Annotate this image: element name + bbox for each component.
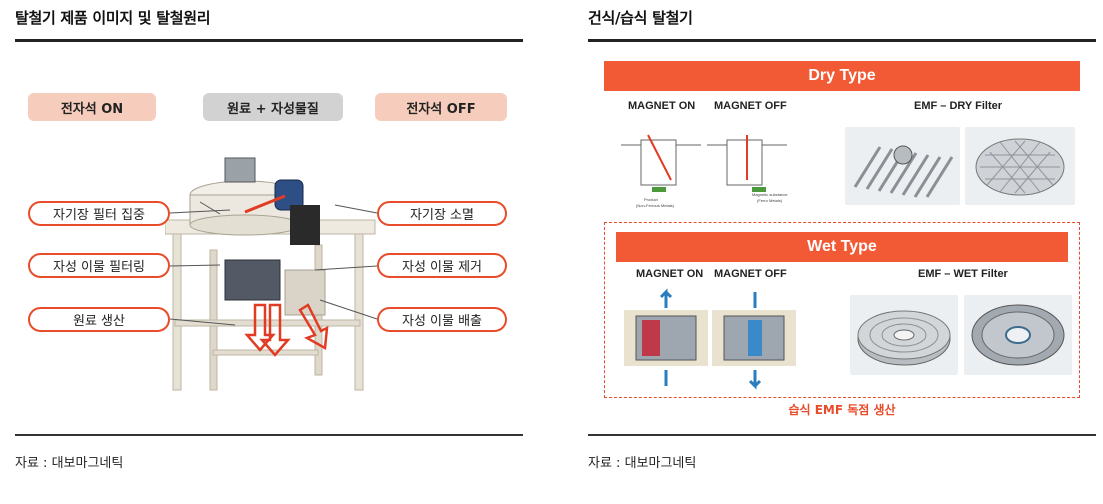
- right-panel: 건식/습식 탈철기 Dry Type MAGNET ON MAGNET OFF …: [588, 0, 1096, 504]
- magnetic-removal-label: 자성 이물 제거: [377, 253, 507, 278]
- magnet-on-pill: 전자석 ON: [28, 93, 156, 121]
- bottom-rule: [15, 434, 523, 436]
- panel-title: 탈철기 제품 이미지 및 탈철원리: [15, 9, 211, 27]
- title-rule: [15, 39, 523, 42]
- source-text: 자료 : 대보마그네틱: [588, 456, 697, 471]
- dry-magnet-on-diagram: Product (Non-Ferrous Metals): [621, 134, 701, 208]
- bottom-rule: [588, 434, 1096, 436]
- wet-magnet-off-label: MAGNET OFF: [714, 268, 787, 280]
- wet-type-frame: [604, 222, 1080, 398]
- wet-type-banner: Wet Type: [616, 232, 1068, 262]
- title-rule: [588, 39, 1096, 42]
- dry-filter-mesh-photo: [965, 127, 1075, 205]
- svg-text:(Non-Ferrous Metals): (Non-Ferrous Metals): [636, 203, 675, 208]
- svg-text:Magnetic substance: Magnetic substance: [752, 192, 788, 197]
- field-off-label: 자기장 소멸: [377, 201, 507, 226]
- dry-magnet-off-diagram: Magnetic substance (Ferro Metals): [707, 135, 788, 203]
- dry-magnet-off-label: MAGNET OFF: [714, 100, 787, 112]
- material-pill: 원료 + 자성물질: [203, 93, 343, 121]
- wet-filter-coil-photo: [850, 295, 958, 375]
- demagnetizer-machine-illustration: [165, 157, 376, 391]
- raw-production-label: 원료 생산: [28, 307, 170, 332]
- wet-magnet-off-diagram: [712, 292, 796, 390]
- dry-filter-label: EMF – DRY Filter: [914, 100, 1003, 112]
- field-concentrate-label: 자기장 필터 집중: [28, 201, 170, 226]
- wet-magnet-on-label: MAGNET ON: [636, 268, 704, 280]
- magnet-off-pill: 전자석 OFF: [375, 93, 507, 121]
- magnetic-filtering-label: 자성 이물 필터링: [28, 253, 170, 278]
- dry-type-banner: Dry Type: [604, 61, 1080, 91]
- wet-emf-note: 습식 EMF 독점 생산: [788, 403, 896, 417]
- svg-text:(Ferro Metals): (Ferro Metals): [757, 198, 783, 203]
- magnetic-discharge-label: 자성 이물 배출: [377, 307, 507, 332]
- wet-magnet-on-diagram: [624, 288, 708, 386]
- panel-title: 건식/습식 탈철기: [588, 9, 693, 27]
- dry-magnet-on-label: MAGNET ON: [628, 100, 696, 112]
- left-panel: 탈철기 제품 이미지 및 탈철원리 전자석 ON 원료 + 자성물질 전자석 O…: [15, 0, 523, 504]
- dry-filter-rods-photo: [845, 127, 960, 205]
- source-text: 자료 : 대보마그네틱: [15, 456, 124, 471]
- wet-filter-disc-photo: [964, 295, 1072, 375]
- svg-text:Product: Product: [644, 197, 659, 202]
- wet-filter-label: EMF – WET Filter: [918, 268, 1008, 280]
